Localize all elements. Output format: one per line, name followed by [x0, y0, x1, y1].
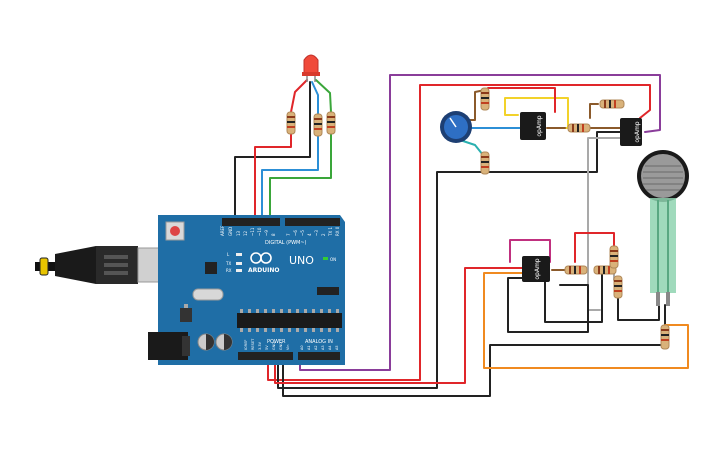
- analog-label: ANALOG IN: [305, 339, 333, 345]
- svg-text:A0: A0: [300, 345, 304, 350]
- opamp-upper-right[interactable]: opAmp: [620, 118, 642, 146]
- svg-text:~3: ~3: [314, 230, 319, 236]
- wire-purple-main[interactable]: [299, 74, 661, 371]
- l-led-label: L: [227, 252, 230, 257]
- arduino-logo-icon: [250, 252, 272, 264]
- usb-cable: [35, 246, 175, 284]
- rx-label: RX: [226, 268, 232, 273]
- potentiometer[interactable]: [440, 111, 472, 143]
- wire-black-main[interactable]: [277, 131, 621, 389]
- wire-orange-loop[interactable]: [483, 272, 689, 369]
- crystal: [192, 288, 224, 301]
- svg-text:RX 0: RX 0: [335, 226, 340, 236]
- svg-text:GND: GND: [279, 342, 283, 350]
- arduino-board[interactable]: DIGITAL (PWM~) AREF GND 13 12 ~11 ~10 ~9…: [148, 215, 345, 365]
- svg-text:TX 1: TX 1: [328, 227, 333, 237]
- resistor-lower-4[interactable]: [613, 275, 623, 299]
- svg-text:8: 8: [271, 233, 276, 236]
- wire-teal-pot[interactable]: [459, 139, 484, 156]
- wire-led-red[interactable]: [290, 79, 308, 113]
- svg-text:AREF: AREF: [220, 225, 225, 236]
- svg-text:~10: ~10: [257, 227, 262, 236]
- svg-text:GND: GND: [228, 227, 233, 236]
- analog-header: [298, 352, 340, 360]
- resistor-led-3[interactable]: [326, 111, 336, 135]
- brand-label: ARDUINO: [248, 267, 279, 274]
- wire-red-upper-res[interactable]: [487, 87, 556, 113]
- resistor-lower-1[interactable]: [564, 265, 588, 275]
- wire-teal-d9[interactable]: [261, 135, 319, 223]
- atmega-chip: [237, 313, 342, 328]
- wire-red-d12[interactable]: [254, 133, 292, 223]
- svg-text:~6: ~6: [293, 230, 298, 236]
- wire-sensor-black[interactable]: [617, 291, 660, 321]
- tx-label: TX: [225, 261, 231, 266]
- svg-text:A2: A2: [314, 345, 318, 350]
- wire-gray[interactable]: [587, 137, 621, 311]
- power-pin-labels: IOREF RESET 3.3V 5V GND GND Vin A0 A1 A2…: [244, 338, 339, 350]
- resistor-led-2[interactable]: [313, 113, 323, 137]
- svg-text:13: 13: [236, 230, 241, 236]
- digital-label: DIGITAL (PWM~): [265, 240, 307, 246]
- wire-black-lower2[interactable]: [544, 269, 603, 323]
- wire-led-blue-1[interactable]: [311, 81, 319, 116]
- led[interactable]: [302, 54, 320, 82]
- wire-led-green[interactable]: [315, 79, 332, 113]
- wire-black-d13[interactable]: [234, 81, 311, 223]
- wire-brown-upper[interactable]: [589, 103, 599, 119]
- digital-header-2: [285, 218, 340, 226]
- svg-text:12: 12: [243, 230, 248, 236]
- svg-text:4: 4: [307, 233, 312, 236]
- svg-text:~5: ~5: [300, 230, 305, 236]
- resistor-top-2[interactable]: [480, 151, 490, 175]
- wire-magenta-lower[interactable]: [509, 239, 551, 263]
- digital-header-1: [222, 218, 280, 226]
- opamp-lower[interactable]: opAmp: [522, 256, 550, 282]
- resistor-top-3[interactable]: [567, 123, 591, 133]
- resistor-led-1[interactable]: [286, 111, 296, 135]
- svg-text:3.3V: 3.3V: [258, 341, 262, 350]
- resistor-top-4[interactable]: [599, 99, 625, 109]
- wire-black-lower[interactable]: [507, 277, 589, 333]
- power-jack: [148, 332, 188, 360]
- wire-red-lower-res[interactable]: [574, 232, 615, 263]
- resistor-lower-3[interactable]: [609, 245, 619, 269]
- svg-text:opAmp: opAmp: [534, 258, 541, 279]
- svg-text:GND: GND: [272, 342, 276, 350]
- svg-text:A5: A5: [335, 345, 339, 350]
- svg-text:~11: ~11: [250, 227, 255, 236]
- resistor-lower-2[interactable]: [593, 265, 617, 275]
- usb-chip: [205, 262, 217, 274]
- power-header: [238, 352, 293, 360]
- wire-green-d8[interactable]: [269, 133, 332, 223]
- model-label: UNO: [289, 254, 314, 267]
- svg-text:opAmp: opAmp: [536, 115, 543, 136]
- svg-text:Vin: Vin: [286, 344, 290, 350]
- svg-text:RESET: RESET: [251, 338, 255, 350]
- regulator: [180, 308, 192, 322]
- resistor-top-1[interactable]: [480, 87, 490, 111]
- svg-text:5V: 5V: [265, 345, 269, 350]
- svg-text:A3: A3: [321, 345, 325, 350]
- on-label: ON: [330, 257, 336, 262]
- pin-labels: AREF GND 13 12 ~11 ~10 ~9 8 7 ~6 ~5 4 ~3…: [220, 225, 340, 237]
- svg-text:7: 7: [286, 233, 291, 236]
- svg-text:IOREF: IOREF: [244, 340, 248, 350]
- opamp-upper-left[interactable]: opAmp: [520, 112, 546, 140]
- svg-text:opAmp: opAmp: [634, 121, 641, 142]
- force-sensor[interactable]: [637, 150, 689, 306]
- svg-text:2: 2: [321, 233, 326, 236]
- wire-red-main[interactable]: [267, 84, 651, 381]
- svg-text:A1: A1: [307, 345, 311, 350]
- resistor-sensor[interactable]: [660, 324, 670, 350]
- wire-red-lower[interactable]: [274, 267, 529, 384]
- svg-text:A4: A4: [328, 345, 332, 350]
- power-label: POWER: [267, 339, 286, 345]
- svg-text:~9: ~9: [264, 230, 269, 236]
